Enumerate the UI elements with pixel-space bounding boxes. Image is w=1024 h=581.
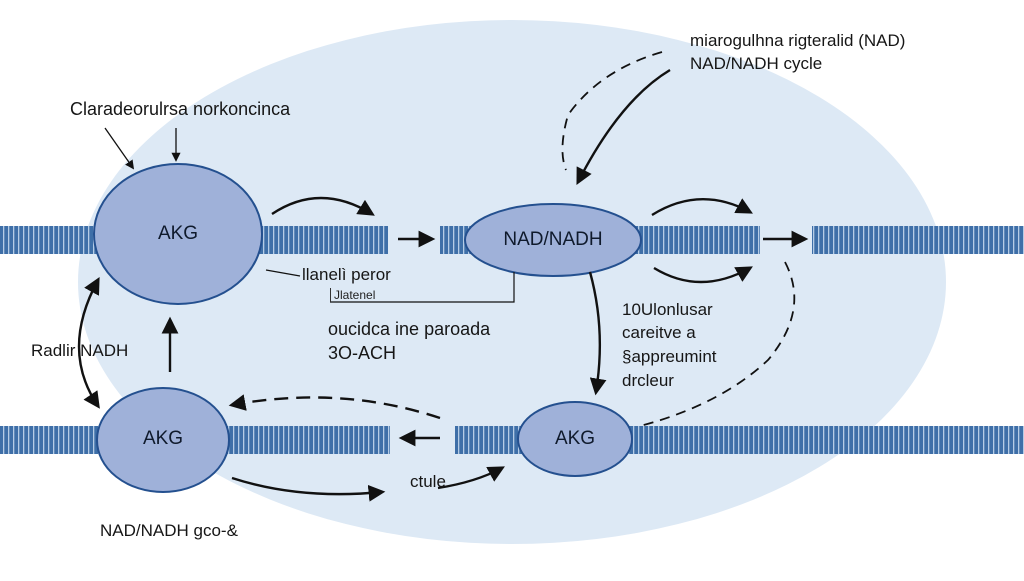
header-right-line1: miarogulhna rigteralid (NAD) <box>690 31 906 50</box>
bottom-mid-label: ctule <box>410 472 446 491</box>
node-akg-bottom-left[interactable] <box>96 387 230 493</box>
arrows <box>77 51 809 502</box>
mid-label: llanelì peror <box>302 265 391 284</box>
mid-line2: 3O-ACH <box>328 343 397 363</box>
header-right-line2: NAD/NADH cycle <box>690 54 823 73</box>
bottom-membrane <box>0 426 1024 454</box>
right-line2: careitve a <box>622 323 696 342</box>
node-akg-top-left[interactable] <box>93 163 263 305</box>
node-label-bottom-center: AKG <box>554 428 596 449</box>
right-line4: drcleur <box>622 371 674 390</box>
node-akg-bottom-center[interactable] <box>517 401 633 477</box>
right-line3: §appreumint <box>622 347 717 366</box>
node-label-top-left: AKG <box>157 223 199 244</box>
mid-line1: oucidca ine paroada <box>328 319 491 339</box>
cell-oval <box>78 20 946 544</box>
top-membrane <box>0 226 1024 254</box>
node-label-bottom-left: AKG <box>142 428 184 449</box>
node-nad-nadh[interactable] <box>464 203 642 277</box>
left-side-label: Radlir NADH <box>31 341 129 360</box>
right-line1: 10Ulonlusar <box>622 300 713 319</box>
header-left-label: Claradeorulrsa norkoncinca <box>70 99 291 119</box>
node-label-center: NAD/NADH <box>503 229 603 250</box>
bottom-left-label: NAD/NADH gco-& <box>100 521 238 540</box>
mid-small-label: Jlatenel <box>330 288 375 302</box>
